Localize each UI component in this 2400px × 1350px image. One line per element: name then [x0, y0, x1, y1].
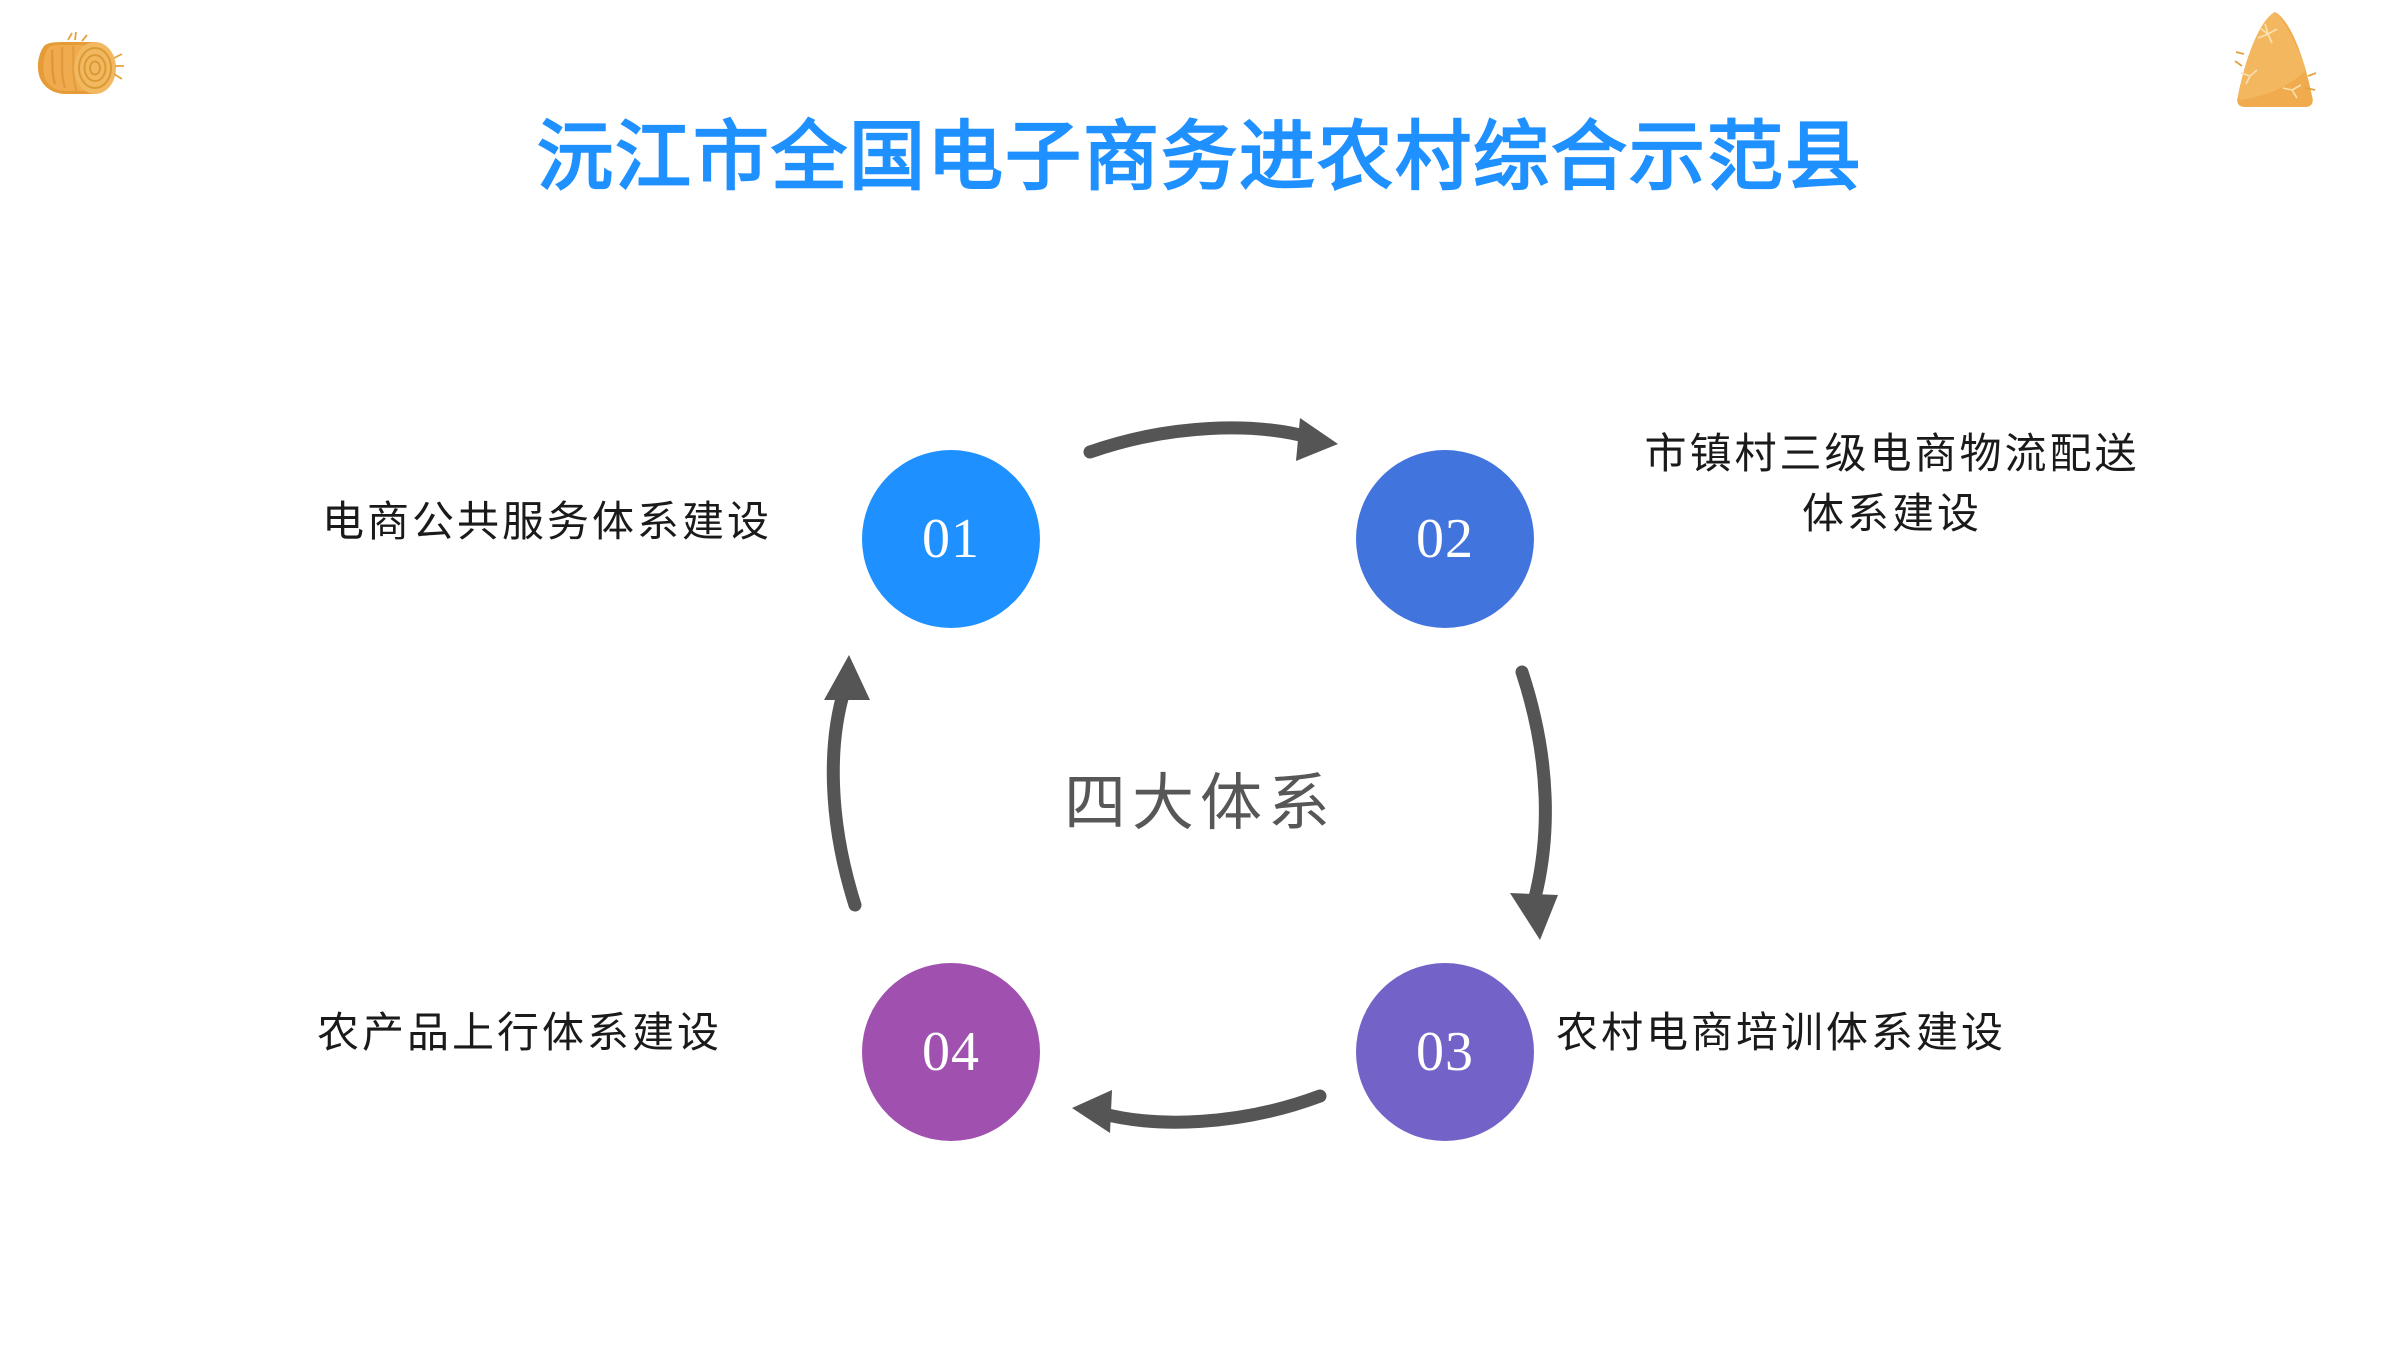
arrow-right-icon — [1510, 665, 1558, 940]
cycle-node-04-label: 农产品上行体系建设 — [316, 1009, 722, 1056]
cycle-center-label: 四大体系 — [1063, 769, 1336, 838]
cycle-node-03-number: 03 — [1416, 1021, 1474, 1083]
cycle-node-02-number: 02 — [1416, 508, 1474, 570]
cycle-node-04-number: 04 — [922, 1021, 980, 1083]
cycle-node-01[interactable]: 01 — [862, 450, 1040, 628]
cycle-node-04[interactable]: 04 — [862, 963, 1040, 1141]
arrow-left-icon — [824, 655, 870, 912]
cycle-node-01-number: 01 — [922, 508, 980, 570]
cycle-node-01-label: 电商公共服务体系建设 — [321, 498, 772, 545]
arrow-bottom-icon — [1072, 1089, 1327, 1133]
arrow-top-icon — [1083, 418, 1338, 461]
cycle-node-03[interactable]: 03 — [1356, 963, 1534, 1141]
page-title: 沅江市全国电子商务进农村综合示范县 — [537, 115, 1863, 200]
cycle-node-02-label: 市镇村三级电商物流配送 体系建设 — [1644, 430, 2140, 537]
cycle-node-03-label: 农村电商培训体系建设 — [1556, 1009, 2007, 1056]
cycle-node-02[interactable]: 02 — [1356, 450, 1534, 628]
